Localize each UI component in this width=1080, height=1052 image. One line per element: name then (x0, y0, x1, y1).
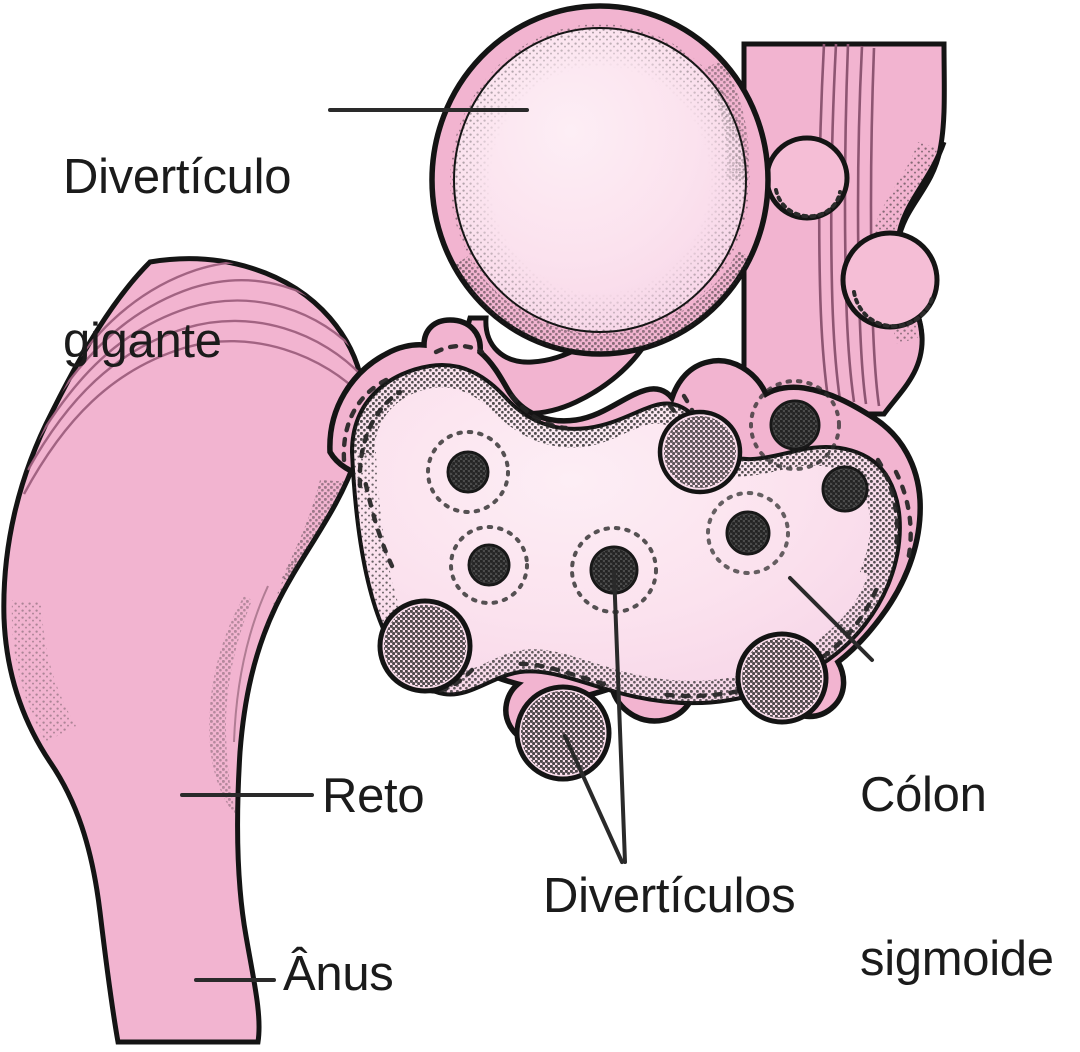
diverticulum-opening (449, 525, 529, 605)
diverticulum-opening (426, 430, 510, 514)
label-rectum: Reto (322, 769, 425, 823)
diverticulum-opening (749, 379, 841, 471)
diverticulum-sac-mid (657, 409, 743, 495)
label-anus: Ânus (283, 947, 394, 1001)
label-giant-diverticulum-line1: Divertículo (63, 149, 292, 204)
leader-lines (180, 108, 874, 982)
label-diverticula: Divertículos (543, 869, 796, 923)
giant-diverticulum (429, 3, 771, 417)
sigmoid-outer-diverticula (377, 409, 829, 782)
outer-diverticulum-lower (840, 230, 940, 330)
diverticula-openings (426, 379, 869, 614)
sigmoid-colon-group (327, 317, 923, 782)
diverticulum-opening (821, 465, 869, 513)
label-sigmoid-colon-line1: Cólon (860, 767, 987, 822)
leader-line-colon-sigmoide (788, 576, 874, 662)
descending-colon-group (741, 41, 947, 417)
label-sigmoid-colon: Cólon sigmoide (860, 658, 1054, 1052)
leader-line-divertculos-b (563, 734, 624, 864)
giant-diverticulum-stipple (448, 24, 756, 352)
diverticulum-sac-bottom-right (735, 631, 829, 725)
label-giant-diverticulum-line2: gigante (63, 314, 222, 369)
rectum-fold-line (233, 585, 269, 743)
label-sigmoid-colon-line2: sigmoide (860, 932, 1054, 987)
diverticulum-sac-bottom-left (514, 684, 612, 782)
label-giant-diverticulum: Divertículo gigante (63, 40, 291, 479)
diverticulum-opening (706, 491, 790, 575)
leader-line-divertculos-a (612, 570, 627, 864)
outer-diverticulum-upper (764, 135, 850, 221)
diverticulum-sac-left (377, 598, 473, 694)
